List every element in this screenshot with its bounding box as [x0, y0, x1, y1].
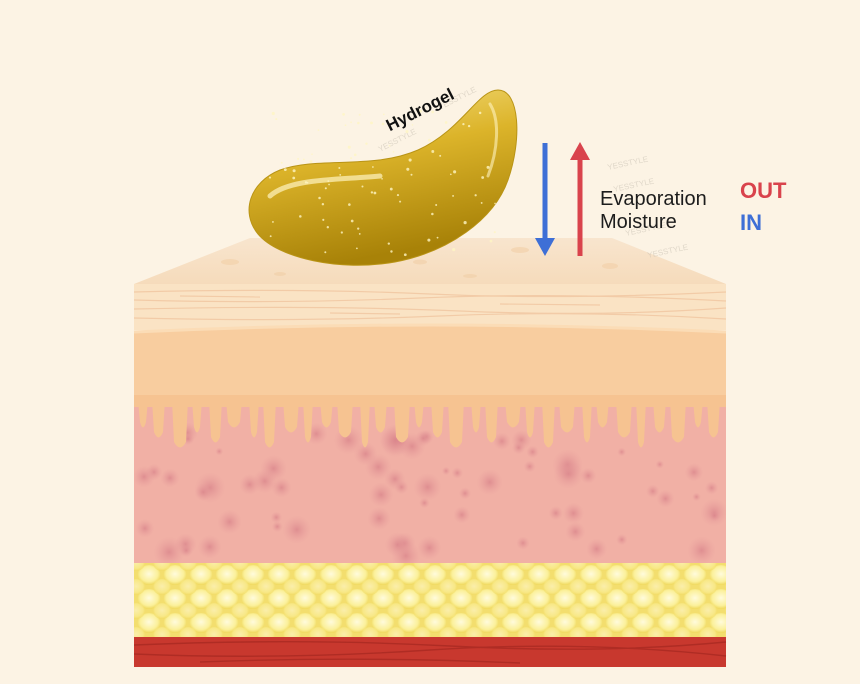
dermis-layer	[134, 395, 726, 567]
in-direction-label: IN	[740, 210, 762, 235]
evaporation-label: Evaporation	[600, 188, 707, 210]
fat-layer	[134, 563, 726, 637]
stratum-corneum-layer	[133, 284, 727, 330]
moisture-label: Moisture	[600, 211, 677, 233]
svg-text:YESSTYLE: YESSTYLE	[647, 243, 689, 260]
evaporation-out-arrow	[570, 142, 590, 256]
hydrogel-patch	[248, 89, 518, 266]
muscle-layer	[133, 637, 727, 667]
out-direction-label: OUT	[740, 178, 787, 203]
svg-text:YESSTYLE: YESSTYLE	[607, 155, 649, 172]
moisture-in-arrow	[535, 143, 555, 256]
